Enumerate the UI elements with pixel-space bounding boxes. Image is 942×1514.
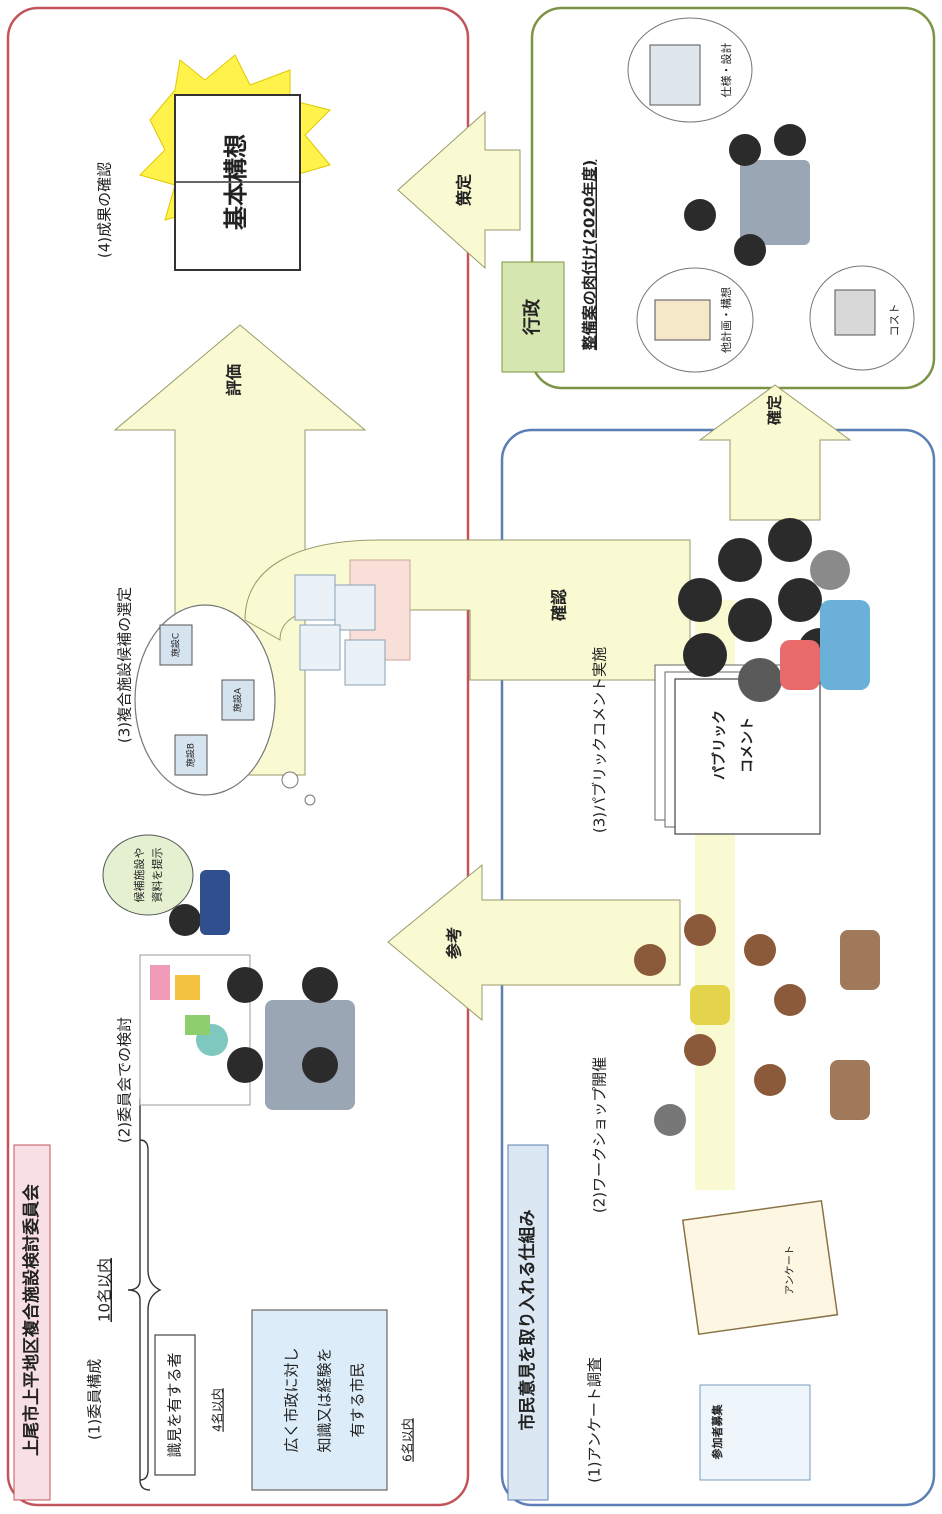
select-heading: (3)複合施設候補の選定 [116,587,134,743]
comment-doc-line1: パブリック [711,710,728,780]
speech-line1: 候補施設や [132,848,146,903]
questionnaire-clipboard [681,1199,839,1336]
committee-panel [6,6,470,1507]
admin-label: 行政 [521,298,543,336]
member-experts-box [154,1334,196,1476]
facility-b-label: 施設B [185,743,197,767]
check-label: 確認 [550,589,569,621]
plan-heading: 整備案の肉付け(2020年度) [581,160,599,350]
comment-heading: (3)パブリックコメント実施 [591,647,609,833]
comment-doc-line2: コメント [740,717,756,773]
facility-b-box [174,734,208,776]
finalize-label: 確定 [766,395,784,426]
evaluate-label: 評価 [225,364,244,396]
comment-documents [654,664,821,835]
facility-a-box [221,679,255,721]
facility-c-box [159,624,193,666]
finalize-arrow [698,384,852,521]
composition-heading: (1)委員構成 [86,1359,104,1440]
admin-panel [530,6,936,390]
speech-line2: 資料を提示 [150,848,164,903]
recruit-flyer-text: 参加者募集 [710,1404,724,1460]
survey-heading: (1)アンケート調査 [586,1357,604,1483]
workshop-illustration [634,914,880,1136]
member-citizens-count: 6名以内 [400,1418,415,1462]
review-heading: (2)委員会での検討 [116,1017,134,1143]
questionnaire-text: アンケート [784,1245,796,1295]
meeting-illustration [139,870,355,1110]
committee-title: 上尾市上平地区複合施設検討委員会 [21,1184,42,1456]
members-brace [139,1139,162,1481]
committee-tab [13,1144,51,1501]
member-experts-label: 識見を有する者 [166,1352,184,1457]
member-citizens-line3: 有する市民 [349,1362,367,1437]
confirm-heading: (4)成果の確認 [96,162,114,258]
workshop-heading: (2)ワークショップ開催 [591,1057,609,1213]
reference-label: 参考 [445,927,464,959]
member-citizens-box [251,1309,388,1491]
member-experts-count: 4名以内 [210,1388,225,1432]
recruit-flyer [699,1384,811,1481]
admin-tab [501,261,565,373]
cost-bubble-icon [834,289,876,336]
crowd-illustration [678,518,870,702]
members-total: 10名以内 [96,1258,114,1322]
spec-bubble-icon [649,44,701,106]
layout-bubble-text: 他計画・構想 [719,287,733,353]
reference-arrow [387,863,681,1022]
facility-blocks [294,559,411,686]
member-citizens-line1: 広く市政に対し [283,1347,301,1452]
cost-bubble-text: コスト [888,304,901,337]
formulate-arrow [397,110,521,270]
citizens-tab [507,1144,549,1501]
book-title: 基本構想 [222,134,250,230]
formulate-label: 策定 [455,174,474,207]
facility-c-label: 施設C [170,633,182,657]
members-brace-line [127,1089,151,1491]
facility-a-label: 施設A [232,687,244,712]
speech-bubble [102,834,194,916]
member-citizens-line2: 知識又は経験を [316,1347,334,1452]
citizens-title: 市民意見を取り入れる仕組み [517,1210,538,1431]
spec-bubble-text: 仕様・設計 [719,43,733,98]
layout-bubble-icon [654,299,711,341]
planning-illustration [684,124,810,266]
